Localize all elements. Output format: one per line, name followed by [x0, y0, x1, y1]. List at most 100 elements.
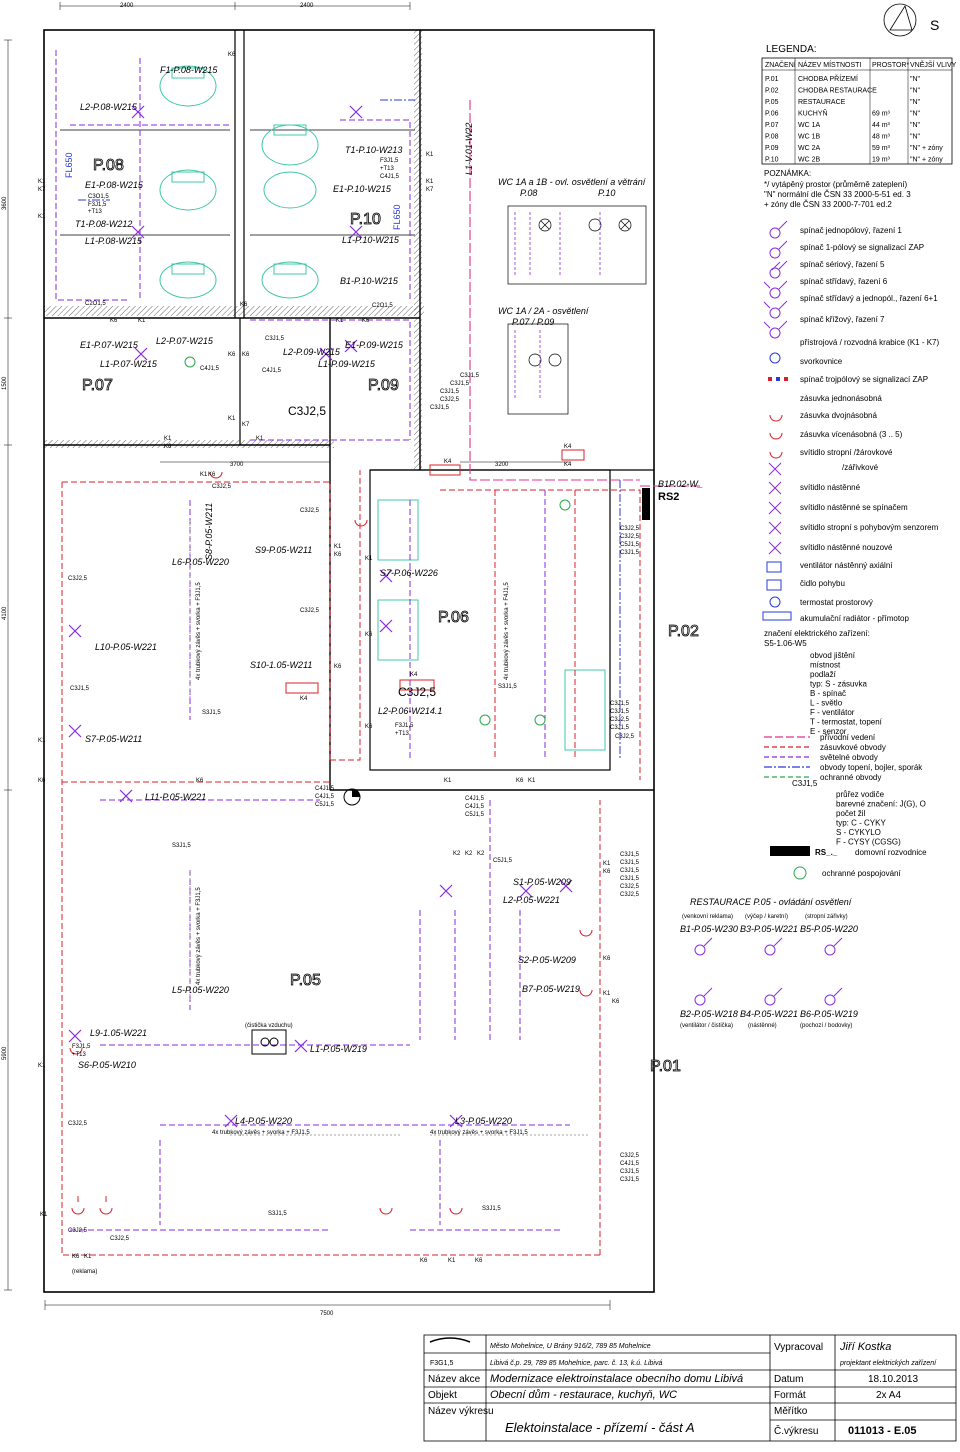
lbl-l1-p10: L1-P.10-W215 [342, 235, 400, 245]
lbl-l2-p06: L2-P.06-W214.1 [378, 706, 442, 716]
box-k1: K1 [38, 214, 46, 220]
rc-col-1: (výčep / karetní) [745, 914, 788, 920]
motion-sensor-fill [352, 789, 360, 797]
north-arrow [883, 3, 917, 37]
cable-c3j25: C3J2,5 [300, 608, 320, 614]
dim-mid2: 3200 [495, 462, 509, 468]
wc-header-p07: P.07 / P.09 [512, 317, 554, 327]
lbl-l10-p05: L10-P.05-W221 [95, 642, 157, 652]
legend-item-label: svítidlo stropní s pohybovým senzorem [800, 523, 939, 532]
legend-table-cell: "N" [910, 122, 921, 129]
curtain-note: 4x trubkový závěs + svorka + F3J1,5 [212, 1130, 310, 1136]
box-k7: K7 [38, 187, 46, 193]
curtain-lines [189, 520, 590, 1136]
cable-c4j: C4J1,5 [315, 794, 335, 800]
box-k1: K1 [84, 1254, 92, 1260]
cable-c3j: C3J1,5 [70, 686, 90, 692]
toilets [159, 65, 606, 751]
lbl-l1-p07: L1-P.07-W215 [100, 359, 158, 369]
box-k4: K4 [564, 444, 572, 450]
marking-line: T - termostat, topení [810, 718, 883, 727]
tb-drawn-label: Vypracoval [774, 1342, 823, 1353]
cable-c3j: C3J1,5 [430, 405, 450, 411]
tb-report-label: Název výkresu [428, 1406, 494, 1417]
curtain-note-small: 4x trubkový závěs + svorka + F4J1,5 [504, 582, 510, 680]
legend-table-cell: WC 2A [798, 145, 821, 152]
tb-object-label: Objekt [428, 1390, 457, 1401]
legend-item-label: svítidlo nástěnné se spínačem [800, 503, 908, 512]
legend-table-cell: P.07 [765, 122, 779, 129]
line-type-label: světelné obvody [820, 753, 878, 762]
box-k1: K1 [138, 318, 146, 324]
line-type-samples [764, 736, 810, 778]
marking-line: B - spínač [810, 689, 846, 698]
legend-item-label: svorkovnice [800, 357, 843, 366]
tb-number-label: Č.výkresu [774, 1424, 818, 1437]
tb-action-label: Název akce [428, 1374, 481, 1385]
legend-item-label: termostat prostorový [800, 598, 873, 607]
tb-company2: Libivá č.p. 29, 789 85 Mohelnice, parc. … [490, 1360, 662, 1367]
legend-table-cell: "N" [910, 111, 921, 118]
box-k6: K6 [420, 1258, 428, 1264]
lbl-l1v: L1-V.01-W22 [464, 123, 474, 175]
cable-t13: +T13 [88, 209, 103, 215]
lbl-e1-p10: E1-P.10-W215 [333, 184, 392, 194]
legend-item-label: spínač jednopólový, řazení 1 [800, 226, 902, 235]
box-k6: K6 [72, 1254, 80, 1260]
legend-item-label: spínač střídavý, řazení 6 [800, 277, 888, 286]
marking-line: obvod jištění [810, 651, 856, 660]
legend-table-cell: P.01 [765, 76, 779, 83]
fan-label: FL650 [64, 152, 74, 178]
box-k2: K2 [465, 851, 473, 857]
box-labels: K6 K1 K7 K1 K1 K1 K7 K6 K1 K6 K1 K6 K6 K… [38, 52, 620, 1264]
cable-c3j25: C3J2,5 [300, 508, 320, 514]
lbl-l2-p05: L2-P.05-W221 [503, 895, 560, 905]
box-k6: K6 [240, 302, 248, 308]
cable-c3j25: C3J2,5 [212, 484, 232, 490]
cable-c3j25: C3J2,5 [440, 397, 460, 403]
line-type-label: přívodní vedení [820, 733, 876, 742]
box-k7: K7 [426, 187, 434, 193]
lbl-s1-p05: S1-P.05-W209 [513, 877, 571, 887]
box-k1: K1 [336, 318, 344, 324]
cable-s3j: S3J1,5 [482, 1206, 501, 1212]
th-1: NÁZEV MÍSTNOSTI [798, 60, 861, 69]
box-k1: K1 [38, 1063, 46, 1069]
dim-top-right: 2400 [300, 3, 314, 9]
big-cable-label: C3J2,5 [398, 685, 436, 699]
legend-table-cell: "N" [910, 76, 921, 83]
box-k1: K1 [200, 472, 208, 478]
box-k6: K6 [365, 724, 373, 730]
legend-item-label: spínač křížový, řazení 7 [800, 315, 885, 324]
vzduch-note: (čistička vzduchu) [245, 1023, 293, 1029]
marking-line: typ: S - zásuvka [810, 680, 867, 689]
legend-table-cell: 59 m³ [872, 145, 891, 152]
lbl-l1-p09: L1-P.09-W215 [318, 359, 376, 369]
legend-item-label: /zářivkové [842, 463, 879, 472]
marking-line: podlaží [810, 670, 837, 679]
cable-c3j25: C3J2,5 [620, 884, 640, 890]
box-k1: K1 [365, 556, 373, 562]
lbl-l6-p05: L6-P.05-W220 [172, 557, 229, 567]
box-k4: K4 [444, 459, 452, 465]
cable-c3j: C3J1,5 [460, 373, 480, 379]
box-k6: K6 [208, 472, 216, 478]
tb-drawn-by: Jiří Kostka [839, 1341, 891, 1353]
tb-format: 2x A4 [876, 1390, 901, 1401]
line-type-label: ochranné obvody [820, 773, 881, 782]
cable-c3j25: C3J2,5 [110, 1236, 130, 1242]
cable-c3j25: C3J2,5 [68, 1228, 88, 1234]
cable-c5j: C5J1,5 [315, 802, 335, 808]
rc-r1-2: B5-P.05-W220 [800, 924, 858, 934]
rc-r2-1: B4-P.05-W221 [740, 1009, 798, 1019]
socket-groups [285, 449, 585, 694]
cable-c3j: C3J1,5 [620, 550, 640, 556]
north-letter: S [930, 17, 939, 33]
legend-table-cell: "N" + zóny [910, 145, 943, 152]
legend-table-cell: KUCHYŇ [798, 109, 828, 118]
legend-item-label: spínač 1-pólový se signalizací ZAP [800, 243, 924, 252]
box-k1: K1 [426, 152, 434, 158]
th-3: VNĚJŠÍ VLIVY [910, 60, 957, 69]
cable-c3j: C3J1,5 [620, 860, 640, 866]
cable-c3j: C3J1,5 [610, 709, 630, 715]
